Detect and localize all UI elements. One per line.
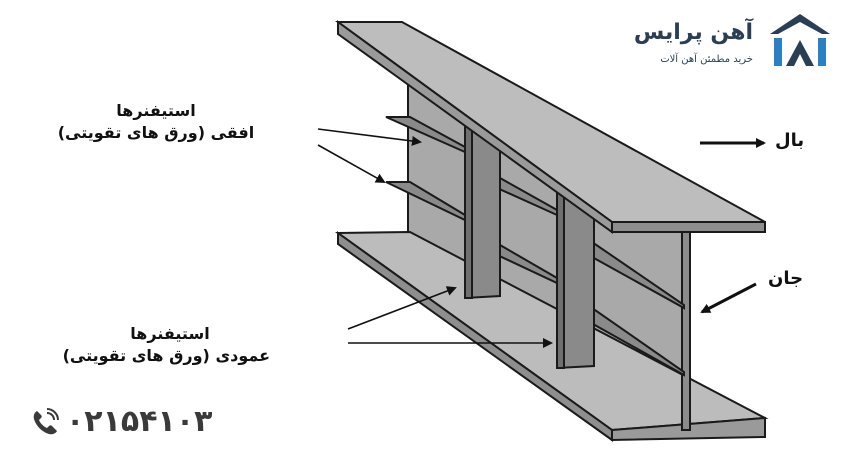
- vertical-stiffener-2-front: [556, 186, 565, 369]
- brand-tagline: خرید مطمئن آهن آلات: [660, 54, 753, 65]
- phone-number: ۰۲۱۵۴۱۰۳: [66, 404, 213, 439]
- flange-label: بال: [775, 130, 805, 151]
- arrow-horizontal-stiffener-2: [317, 144, 386, 183]
- brand-logo-icon: [770, 14, 830, 66]
- horizontal-stiffener-label-line2: افقی (ورق های تقویتی): [57, 123, 255, 142]
- top-flange-front-face: [611, 221, 766, 233]
- vertical-stiffener-1-front: [464, 121, 473, 299]
- bottom-flange-side-face: [337, 231, 613, 442]
- arrow-horizontal-stiffener-1: [317, 128, 422, 146]
- horizontal-stiffener-label-line1: استیفنرها: [116, 101, 196, 120]
- brand-name: آهن پرایس: [633, 20, 753, 45]
- web-front-edge: [681, 221, 691, 431]
- vertical-stiffener-label: استیفنرها عمودی (ورق های تقویتی): [62, 323, 270, 367]
- arrow-web: [700, 282, 757, 314]
- vertical-stiffener-label-line2: عمودی (ورق های تقویتی): [62, 346, 270, 365]
- phone-icon: [30, 407, 60, 437]
- arrow-vertical-stiffener-1: [347, 286, 457, 330]
- vertical-stiffener-label-line1: استیفنرها: [130, 324, 210, 343]
- horizontal-stiffener-label: استیفنرها افقی (ورق های تقویتی): [56, 100, 256, 144]
- web-label: جان: [768, 268, 804, 289]
- phone-contact[interactable]: ۰۲۱۵۴۱۰۳: [30, 404, 212, 439]
